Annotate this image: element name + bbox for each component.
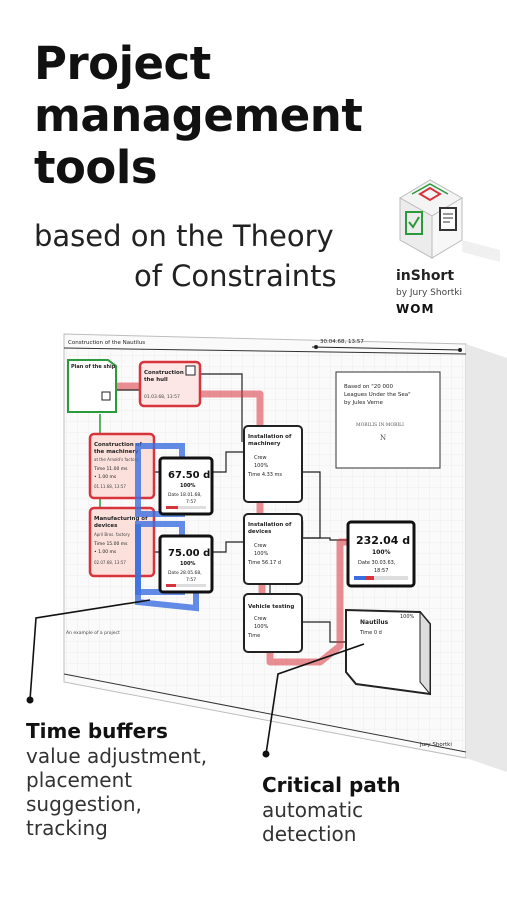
task-hull-line-2: the hull <box>144 377 168 383</box>
note-card <box>335 371 441 469</box>
feature-time-buffers-line-2: placement <box>26 768 133 792</box>
buffer-2-time: 7:57 <box>186 577 196 583</box>
task-nautilus-line-1: Nautilus <box>360 619 389 626</box>
buffer-3-date: Date 30.03.63, <box>358 560 396 566</box>
feature-critical-path-line-2: detection <box>262 822 357 846</box>
callout-time-buffers-line <box>29 599 151 701</box>
feature-critical-path-title: Critical path <box>262 773 401 797</box>
feature-time-buffers-line-3: suggestion, <box>26 792 142 816</box>
diagram-canvas: Construction of the Nautilus 30.04.68, 1… <box>26 333 507 772</box>
task-plan-title: Plan of the ship <box>71 364 116 370</box>
task-devices-extra: • 1.00 ms <box>94 549 117 555</box>
task-machinery-time: Time 11.00 ms <box>93 466 128 472</box>
task-machinery-line-2: the machinery <box>94 449 139 455</box>
task-install-devices-pct: 100% <box>254 551 269 557</box>
link-hull-installation <box>200 373 243 442</box>
task-machinery-sub: at the Arnold's factory <box>94 457 139 462</box>
logo-brand: inShort <box>396 268 455 284</box>
task-install-devices-time: Time 56.17 d <box>247 560 281 566</box>
project-diagram-screen: Construction of the Nautilus 30.04.68, 1… <box>0 322 507 802</box>
link-to-install-machinery <box>210 451 244 473</box>
task-testing-pct: 100% <box>254 624 269 630</box>
screen-side <box>466 344 507 772</box>
task-testing-time: Time <box>247 633 260 639</box>
buffer-3[interactable]: 232.04 d 100% Date 30.03.63, 18:57 <box>346 520 416 588</box>
task-nautilus-pct: 100% <box>400 614 415 620</box>
headline-line-3: tools <box>34 141 158 194</box>
task-machinery-extra: • 1.00 ms <box>94 474 117 480</box>
callout-critical-path-line <box>265 643 365 755</box>
callout-time-buffers-dot <box>26 696 34 704</box>
task-testing[interactable]: Vehicle testing Crew 100% Time <box>243 593 303 653</box>
callout-critical-path-dot <box>262 750 270 758</box>
subline-line-1: based on the Theory <box>34 219 334 253</box>
task-machinery-date: 01.11.68, 13:57 <box>94 484 126 489</box>
task-devices-line-1: Manufacturing of <box>94 516 148 522</box>
buffer-1[interactable]: 67.50 d 100% Date 18.01.68, 7:57 <box>158 456 214 516</box>
buffer-3-value: 232.04 d <box>356 534 410 547</box>
buffer-2-value: 75.00 d <box>168 548 210 559</box>
headline-line-2: management <box>34 89 363 142</box>
screen-date: 30.04.68, 13:57 <box>320 339 364 345</box>
buffer-2[interactable]: 75.00 d 100% Date 28.05.68, 7:57 <box>158 534 214 594</box>
task-plan[interactable]: Plan of the ship <box>67 359 117 413</box>
buffer-1-pct: 100% <box>180 483 195 489</box>
task-devices[interactable]: Manufacturing of devices April Bros. fac… <box>88 506 156 578</box>
note-line-2: Leagues Under the Sea" <box>344 392 411 398</box>
task-devices-date: 02.07.68, 13:57 <box>94 560 126 565</box>
feature-time-buffers-line-4: tracking <box>26 816 108 840</box>
buffer-1-time: 7:57 <box>186 499 196 505</box>
task-devices-line-2: devices <box>94 523 118 529</box>
task-hull-line-1: Construction of <box>144 370 192 376</box>
task-install-machinery-pct: 100% <box>254 463 269 469</box>
task-install-machinery[interactable]: Installation of machinery Crew 100% Time… <box>243 425 303 503</box>
task-machinery-line-1: Construction of <box>94 442 142 448</box>
note-line-1: Based on "20 000 <box>344 384 394 390</box>
task-install-machinery-line-1: Installation of <box>248 434 292 440</box>
buffer-2-date: Date 28.05.68, <box>168 570 202 576</box>
stamp-mark: N <box>380 434 386 442</box>
headline: Project management tools <box>34 37 363 194</box>
stamp-text: MOBILIS IN MOBILI <box>356 422 404 428</box>
screen-title: Construction of the Nautilus <box>68 340 145 346</box>
screen-footer-left: An example of a project <box>66 630 120 636</box>
task-nautilus[interactable]: Nautilus 100% Time 0 d <box>345 608 431 696</box>
subline-line-2: of Constraints <box>134 259 337 293</box>
task-install-devices-line-1: Installation of <box>248 522 292 528</box>
feature-time-buffers-title: Time buffers <box>26 719 168 743</box>
buffer-3-time: 18:57 <box>374 568 388 574</box>
feature-critical-path: Critical path automatic detection <box>262 772 462 846</box>
task-testing-crew: Crew <box>254 616 267 622</box>
screen-footer-right: Jury Shortki <box>419 742 452 748</box>
task-testing-line-1: Vehicle testing <box>248 604 294 610</box>
logo-author: by Jury Shortki <box>396 288 463 298</box>
task-devices-sub: April Bros. factory <box>94 532 131 537</box>
buffer-2-pct: 100% <box>180 561 195 567</box>
task-install-machinery-time: Time 4.33 ms <box>247 472 282 478</box>
task-hull-date: 01.03.68, 13:57 <box>144 394 180 400</box>
task-install-machinery-line-2: machinery <box>248 441 281 447</box>
feature-critical-path-line-1: automatic <box>262 798 364 822</box>
headline-line-1: Project <box>34 37 211 90</box>
feature-time-buffers-line-1: value adjustment, <box>26 744 208 768</box>
timeline-bar <box>311 346 463 351</box>
buffer-1-value: 67.50 d <box>168 470 210 481</box>
task-install-devices-line-2: devices <box>248 529 272 535</box>
note-line-3: by Jules Verne <box>344 400 383 406</box>
timeline-start-marker <box>314 345 318 349</box>
task-devices-time: Time 15.00 ms <box>93 541 128 547</box>
timeline-end-marker <box>458 348 462 352</box>
cube-logo-icon <box>399 179 500 262</box>
task-install-machinery-crew: Crew <box>254 455 267 461</box>
task-install-devices-crew: Crew <box>254 543 267 549</box>
logo-publisher: WOM <box>396 302 435 316</box>
feature-time-buffers: Time buffers value adjustment, placement… <box>26 718 246 840</box>
link-to-install-devices <box>210 541 244 553</box>
task-nautilus-time: Time 0 d <box>359 630 382 636</box>
task-install-devices[interactable]: Installation of devices Crew 100% Time 5… <box>243 513 303 585</box>
task-hull[interactable]: Construction of the hull 01.03.68, 13:57 <box>138 360 202 408</box>
buffer-1-date: Date 18.01.68, <box>168 492 202 498</box>
buffer-3-pct: 100% <box>372 549 391 556</box>
